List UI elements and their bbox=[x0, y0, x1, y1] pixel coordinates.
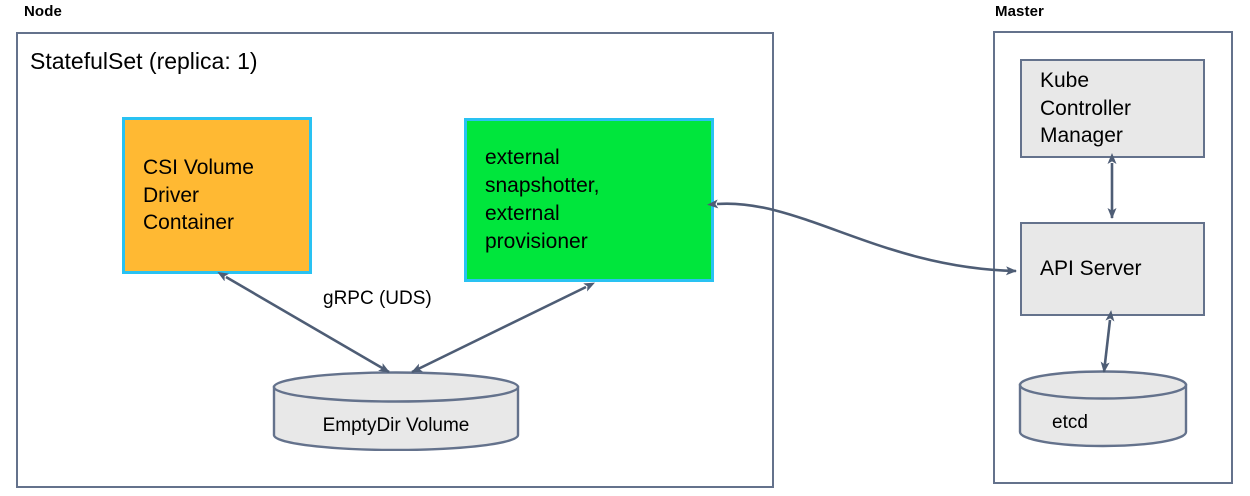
csi-volume-driver-container-box[interactable]: CSI Volume Driver Container bbox=[122, 117, 312, 274]
csi-volume-driver-container-label: CSI Volume Driver Container bbox=[143, 155, 254, 235]
external-snapshotter-provisioner-box[interactable]: external snapshotter, external provision… bbox=[464, 118, 714, 282]
etcd-cylinder[interactable]: etcd bbox=[1018, 370, 1188, 448]
grpc-uds-edge-label: gRPC (UDS) bbox=[320, 288, 435, 310]
kube-controller-manager-box[interactable]: Kube Controller Manager bbox=[1020, 59, 1205, 158]
kube-controller-manager-label: Kube Controller Manager bbox=[1040, 68, 1132, 148]
api-server-box[interactable]: API Server bbox=[1020, 222, 1205, 316]
external-snapshotter-provisioner-label: external snapshotter, external provision… bbox=[485, 146, 600, 253]
stateful-set-title: StatefulSet (replica: 1) bbox=[30, 48, 258, 74]
node-group-label: Node bbox=[24, 3, 62, 20]
emptydir-volume-cylinder[interactable]: EmptyDir Volume bbox=[272, 371, 520, 451]
api-server-label: API Server bbox=[1040, 257, 1142, 281]
master-group-label: Master bbox=[995, 3, 1044, 20]
